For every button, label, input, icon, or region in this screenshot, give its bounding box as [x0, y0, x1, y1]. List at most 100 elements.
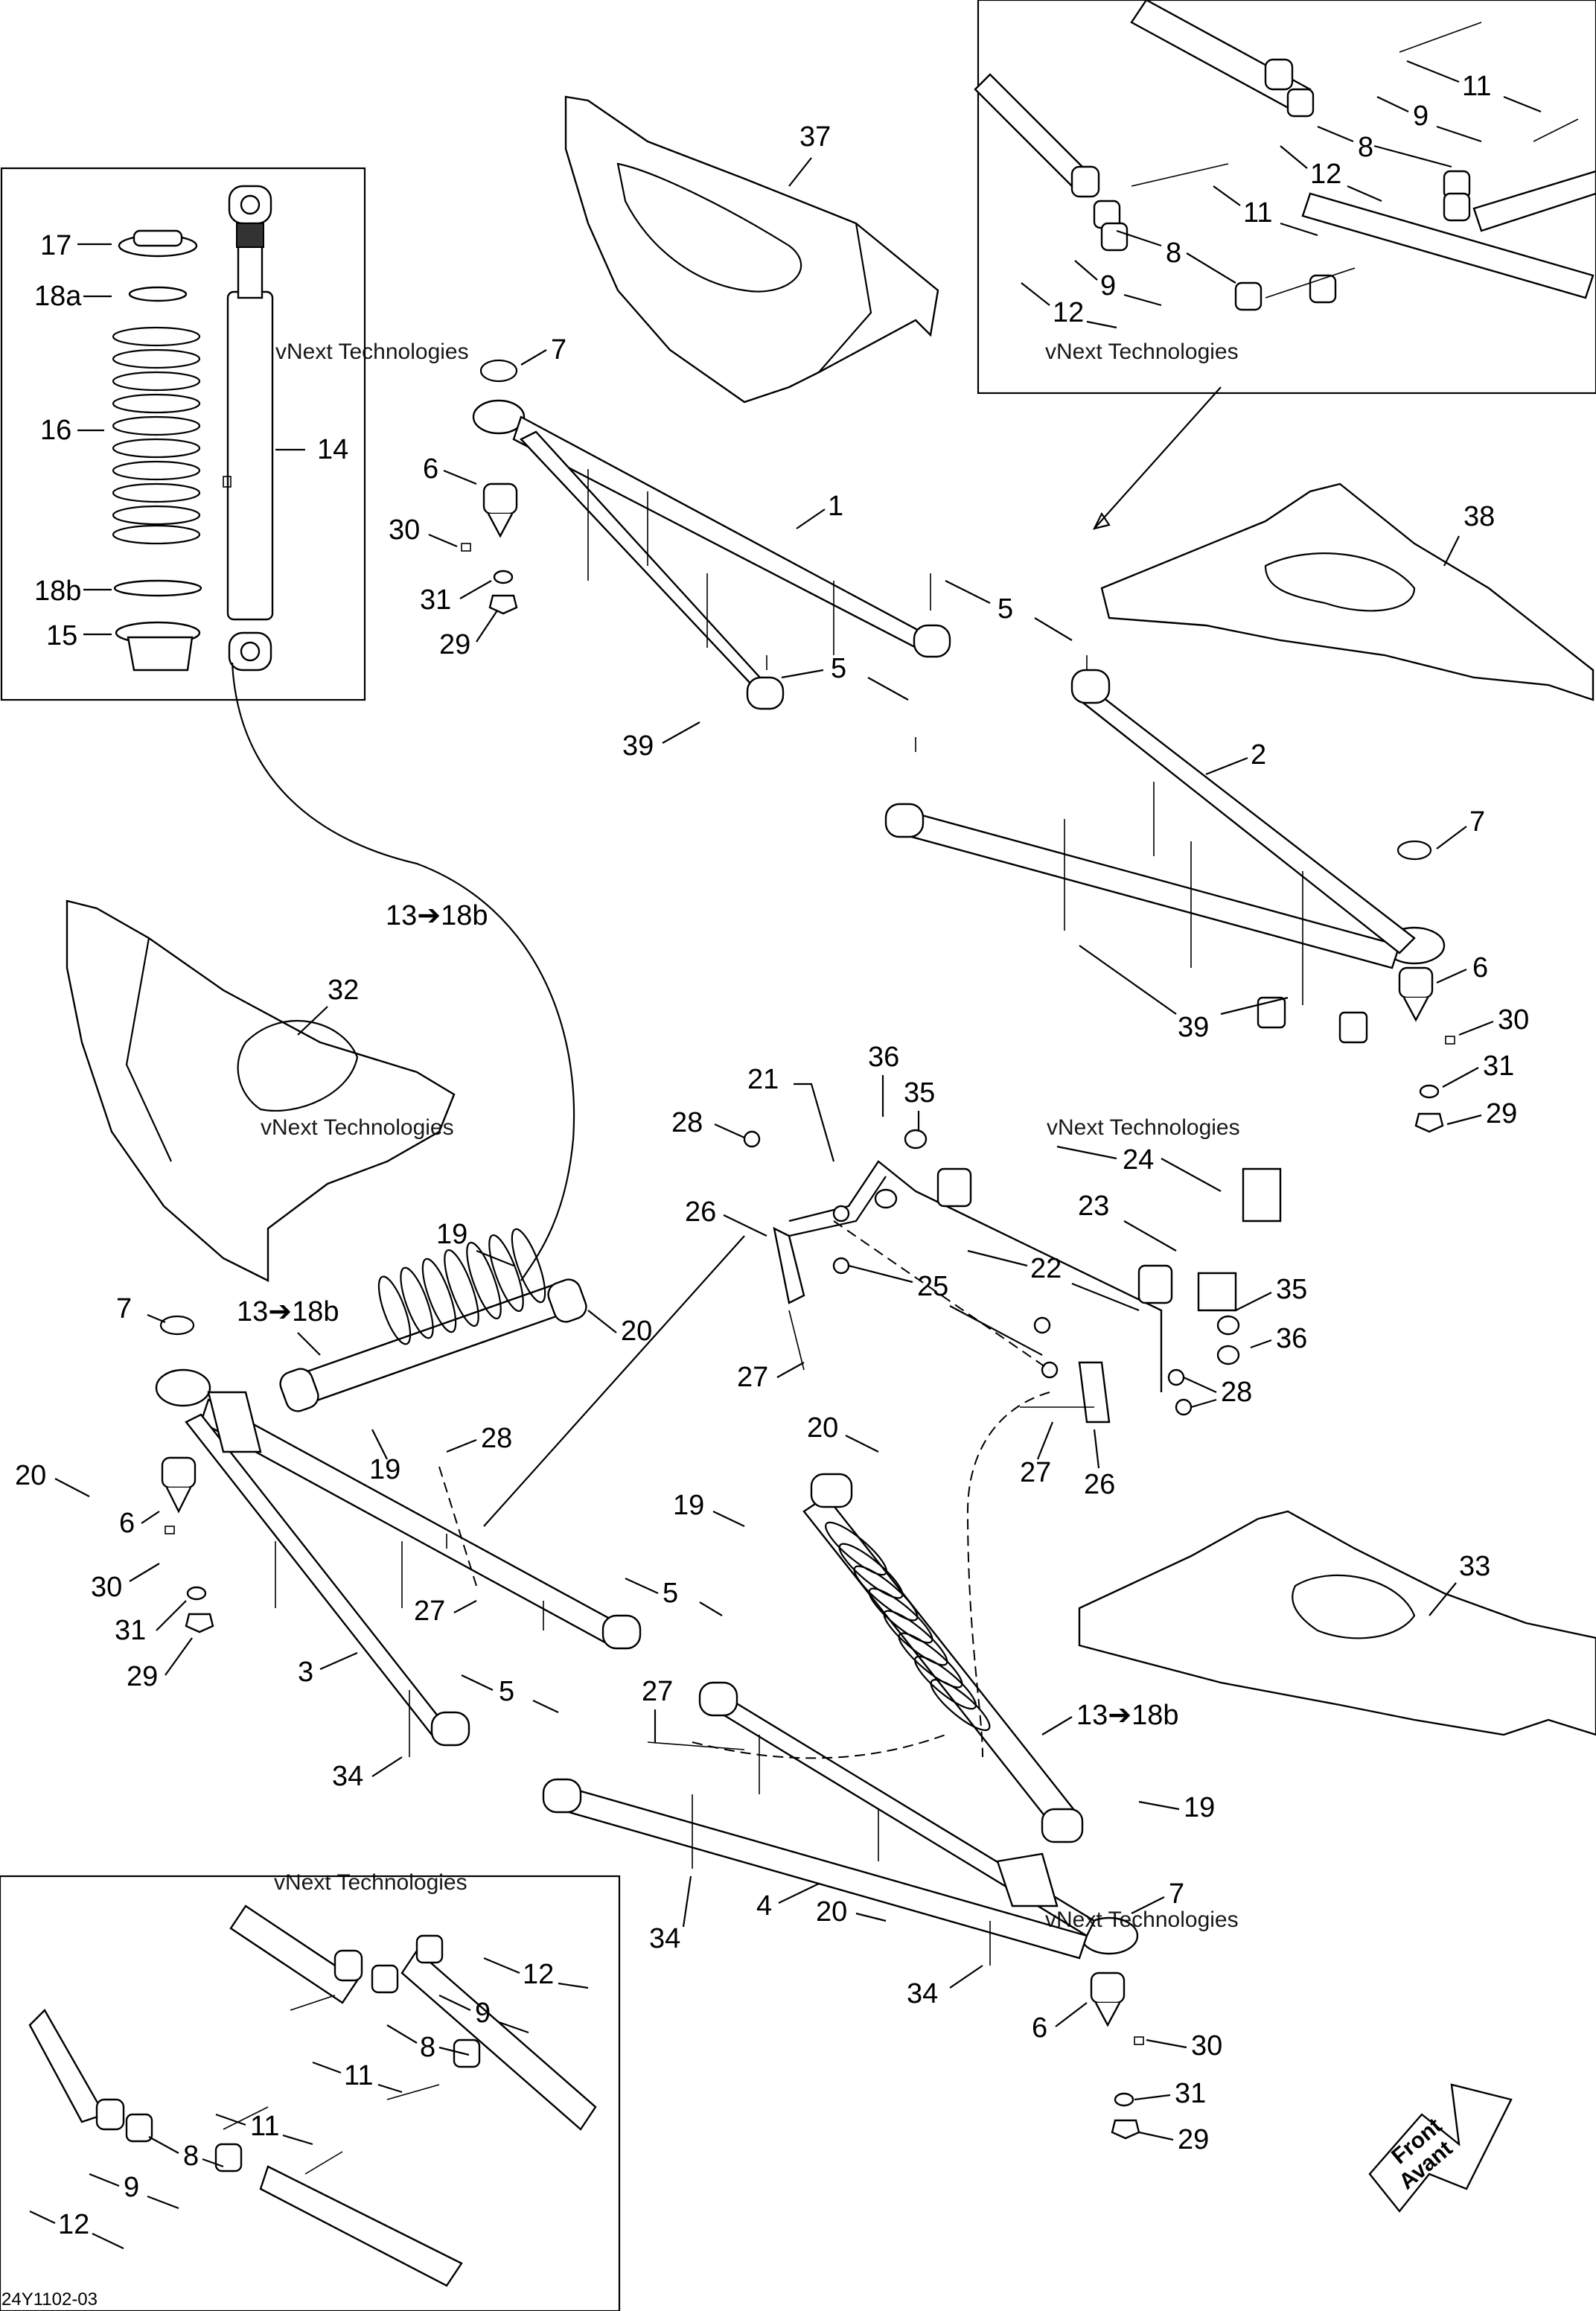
- guard-32: [66, 899, 456, 1282]
- callout-6: 6: [1472, 952, 1488, 984]
- callout-1: 1: [828, 491, 843, 522]
- callout-2: 2: [1251, 739, 1266, 771]
- callout-19: 19: [673, 1490, 704, 1521]
- callout-12: 12: [523, 1959, 554, 1990]
- top-right-bushings: [974, 0, 1596, 311]
- callout-39: 39: [622, 730, 654, 762]
- callout-7: 7: [1469, 806, 1485, 838]
- shock-inset-box: [0, 167, 366, 701]
- bolt-dashed-27b: [692, 1734, 946, 1759]
- guard-37: [564, 95, 939, 404]
- callout-27: 27: [642, 1676, 673, 1707]
- callout-12: 12: [1053, 297, 1084, 328]
- bottom-left-bushings: [28, 1904, 597, 2287]
- callout-32: 32: [328, 975, 359, 1006]
- callout-30: 30: [1191, 2030, 1222, 2062]
- callout-26: 26: [1084, 1469, 1115, 1500]
- callout-6: 6: [119, 1508, 135, 1539]
- callout-35: 35: [1276, 1274, 1307, 1305]
- callout-34: 34: [649, 1923, 680, 1954]
- callout-27: 27: [1020, 1457, 1051, 1488]
- callout-33: 33: [1459, 1551, 1490, 1582]
- a-arm-4: [542, 1681, 1144, 2140]
- callout-12: 12: [1310, 159, 1341, 190]
- watermark-text: vNext Technologies: [1045, 340, 1239, 364]
- callout-24: 24: [1123, 1144, 1154, 1176]
- callout-18a: 18a: [34, 281, 82, 312]
- callout-31: 31: [1483, 1051, 1514, 1082]
- callout-22: 22: [1030, 1253, 1062, 1284]
- front-direction-arrow: Front Avant: [1368, 2083, 1513, 2213]
- callout-4: 4: [756, 1890, 772, 1922]
- callout-36: 36: [868, 1042, 899, 1073]
- callout-8: 8: [1358, 132, 1373, 163]
- callout-28: 28: [671, 1107, 703, 1138]
- shock-inset-connector: [231, 662, 575, 1281]
- callout-20: 20: [816, 1896, 847, 1928]
- callout-28: 28: [481, 1423, 512, 1454]
- callout-20: 20: [621, 1316, 652, 1347]
- callout-20: 20: [15, 1460, 46, 1491]
- callout-7: 7: [116, 1293, 132, 1325]
- callout-6: 6: [1032, 2012, 1047, 2044]
- swaybar-dashed-link: [966, 1392, 1050, 1758]
- callout-19: 19: [369, 1454, 400, 1485]
- top-inset-arrow: [1094, 386, 1222, 529]
- callout-8: 8: [420, 2032, 435, 2063]
- callout-38: 38: [1463, 501, 1495, 532]
- callout-25: 25: [917, 1271, 948, 1302]
- watermark-text: vNext Technologies: [1047, 1115, 1240, 1140]
- a-arm-3: [155, 1315, 642, 1757]
- callout-29: 29: [439, 629, 470, 660]
- callout-14: 14: [317, 434, 348, 465]
- callout-19: 19: [436, 1219, 467, 1250]
- sway-dashed-25: [833, 1220, 1050, 1371]
- top-right-bushing-inset-box: [977, 0, 1596, 395]
- callout-16: 16: [40, 415, 71, 446]
- callout-9: 9: [124, 2172, 139, 2203]
- watermark-group: vNext Technologies vNext Technologies vN…: [261, 340, 1240, 1932]
- callout-7: 7: [1169, 1878, 1184, 1910]
- bolt-dashed-27: [438, 1466, 477, 1587]
- callout-9: 9: [475, 1998, 491, 2029]
- callout-12: 12: [58, 2209, 89, 2240]
- callout-23: 23: [1078, 1190, 1109, 1222]
- callout-30: 30: [1498, 1004, 1529, 1036]
- watermark-text: vNext Technologies: [275, 340, 469, 364]
- callout-29: 29: [1486, 1098, 1517, 1129]
- bottom-left-bushing-inset-box: [0, 1875, 621, 2311]
- callout-35: 35: [904, 1077, 935, 1109]
- callout-19: 19: [1184, 1792, 1215, 1823]
- callout-20: 20: [807, 1412, 838, 1444]
- callout-5: 5: [663, 1578, 678, 1609]
- callout-29: 29: [1178, 2124, 1209, 2155]
- callout-9: 9: [1100, 270, 1116, 302]
- callout-39: 39: [1178, 1012, 1209, 1043]
- callout-8: 8: [183, 2141, 199, 2172]
- callout-13-18b: 13➔18b: [237, 1296, 339, 1327]
- callout-31: 31: [420, 584, 451, 616]
- callout-15: 15: [46, 620, 77, 651]
- callout-5: 5: [998, 593, 1013, 625]
- swaybar-arrow: [483, 1235, 745, 1527]
- callout-5: 5: [499, 1676, 514, 1707]
- callout-6: 6: [423, 453, 438, 485]
- callout-13-18b: 13➔18b: [386, 900, 488, 931]
- callout-29: 29: [127, 1661, 158, 1692]
- callout-30: 30: [91, 1572, 122, 1603]
- callout-34: 34: [907, 1978, 938, 2009]
- callout-37: 37: [799, 121, 831, 153]
- callout-7: 7: [551, 334, 566, 366]
- callout-11: 11: [344, 2060, 373, 2091]
- a-arm-1: [461, 359, 951, 710]
- guard-33: [1078, 1510, 1596, 1736]
- callout-3: 3: [298, 1657, 313, 1688]
- callout-27: 27: [414, 1596, 445, 1627]
- callout-30: 30: [389, 514, 420, 546]
- a-arm-2: [884, 655, 1455, 1133]
- callout-26: 26: [685, 1196, 716, 1228]
- shock-components: [77, 185, 305, 672]
- callout-31: 31: [1175, 2078, 1206, 2109]
- callout-28: 28: [1221, 1377, 1252, 1408]
